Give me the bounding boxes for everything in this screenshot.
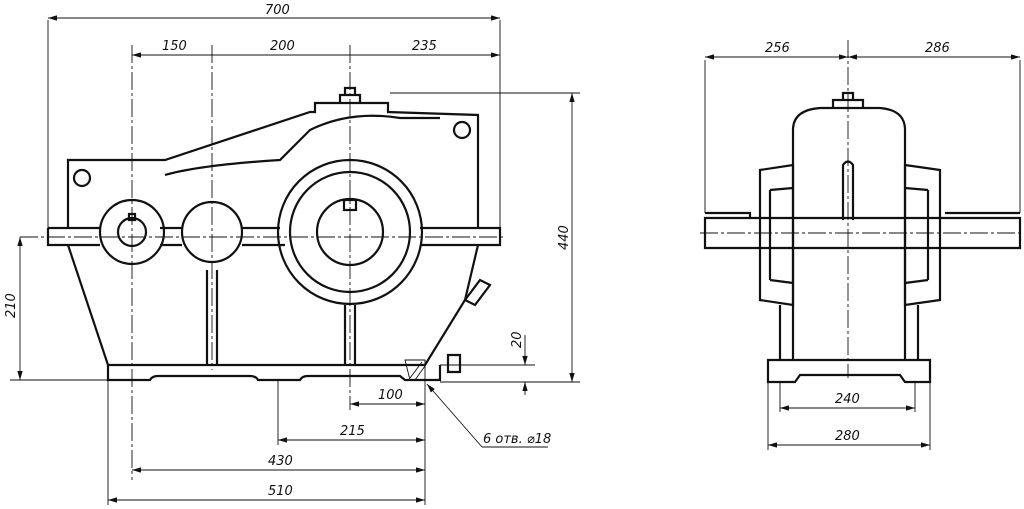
dim-440: 440 — [557, 225, 572, 250]
side-base — [766, 358, 932, 384]
front-view: 700 150 200 235 440 210 20 100 215 430 5… — [4, 3, 580, 505]
output-shaft — [703, 216, 1022, 250]
bearing-cap-left — [758, 163, 795, 307]
dim-430: 430 — [268, 454, 293, 469]
dim-256: 256 — [765, 41, 790, 56]
dim-286: 286 — [925, 41, 950, 56]
dim-200: 200 — [270, 39, 295, 54]
dim-280: 280 — [835, 429, 860, 444]
dim-510: 510 — [268, 484, 293, 499]
dim-150: 150 — [162, 39, 187, 54]
bearing-cap-right — [903, 163, 942, 307]
dim-210: 210 — [4, 293, 19, 318]
dim-100: 100 — [378, 388, 403, 403]
housing-outline — [66, 101, 480, 367]
side-body — [791, 106, 907, 360]
cover-arc — [164, 114, 440, 177]
dim-235: 235 — [412, 39, 437, 54]
dim-215: 215 — [340, 424, 365, 439]
dim-240: 240 — [835, 392, 860, 407]
bolt-hole — [72, 168, 92, 188]
holes-note: 6 отв. ⌀18 — [483, 432, 551, 447]
base-flange — [106, 365, 442, 382]
bolt-hole — [452, 120, 472, 140]
dim-20: 20 — [510, 331, 525, 348]
side-view: 256 286 240 280 — [700, 40, 1024, 450]
dim-700: 700 — [265, 3, 290, 18]
